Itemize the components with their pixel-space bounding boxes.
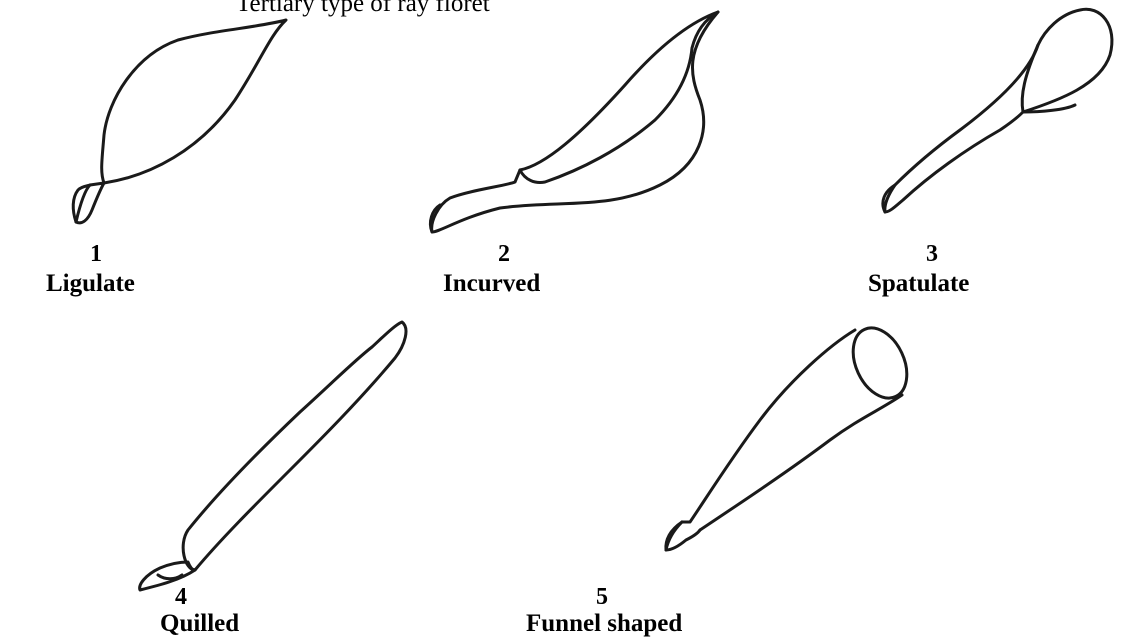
floret-name-incurved: Incurved [443, 270, 540, 298]
floret-name-funnel-shaped: Funnel shaped [526, 610, 682, 638]
spatulate-floret-drawing [883, 9, 1112, 212]
incurved-floret-drawing [430, 12, 718, 232]
floret-number-3: 3 [926, 240, 938, 268]
floret-number-2: 2 [498, 240, 510, 268]
floret-name-ligulate: Ligulate [46, 270, 135, 298]
funnel-floret-drawing [666, 319, 918, 550]
quilled-floret-drawing [140, 322, 406, 590]
floret-name-spatulate: Spatulate [868, 270, 969, 298]
floret-number-5: 5 [596, 583, 608, 611]
floret-name-quilled: Quilled [160, 610, 239, 638]
floret-number-4: 4 [175, 583, 187, 611]
floret-number-1: 1 [90, 240, 102, 268]
ligulate-floret-drawing [73, 20, 286, 223]
